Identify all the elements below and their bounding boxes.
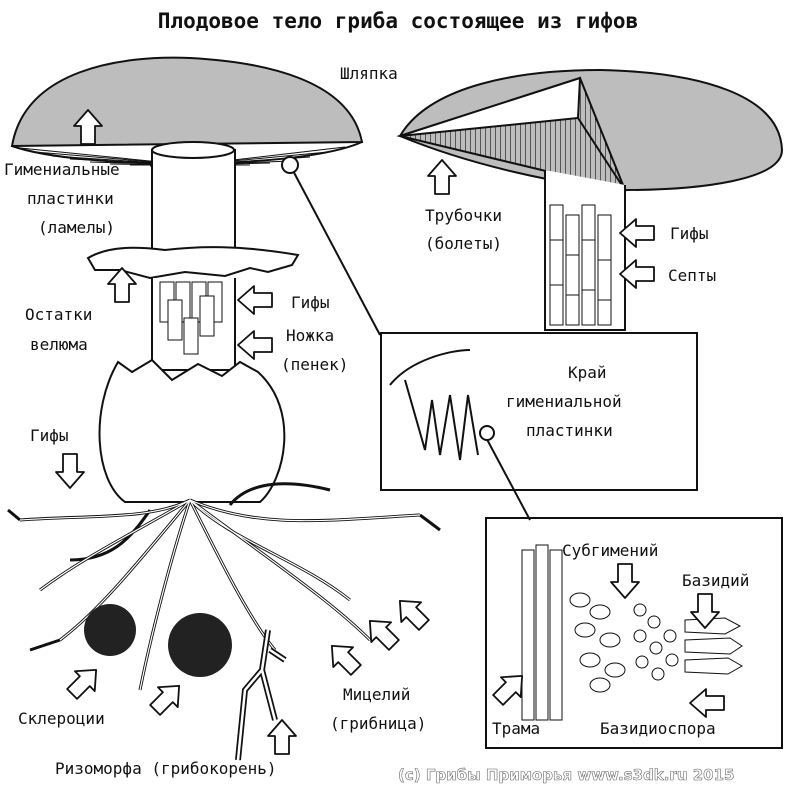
label-mycelium: Мицелий	[343, 685, 410, 704]
label-lamellae: пластинки	[27, 189, 114, 208]
label-stem-hyphae: Гифы	[291, 293, 330, 312]
arrow-icon	[237, 330, 273, 360]
bolete-hyphae	[549, 204, 612, 326]
label-tubes: Трубочки	[425, 206, 502, 225]
label-lamellae: (ламелы)	[38, 218, 115, 237]
label-stem: (пенек)	[281, 355, 348, 374]
label-mycelium: (грибница)	[330, 714, 426, 733]
arrow-icon	[321, 635, 367, 681]
diagram-title: Плодовое тело гриба состоящее из гифов	[158, 9, 638, 33]
subhymenium-cells	[569, 592, 679, 693]
arrow-icon	[237, 285, 273, 315]
agaric-upper-stem	[151, 149, 236, 251]
stem-hyphae	[159, 281, 223, 355]
label-cap: Шляпка	[340, 64, 398, 83]
velum-ring	[86, 246, 300, 280]
label-lamellae: Гимениальные	[4, 160, 120, 179]
arrow-icon	[61, 659, 107, 705]
arrow-icon	[389, 590, 435, 636]
arrow-icon	[359, 610, 405, 656]
basidia	[684, 617, 744, 675]
arrow-icon	[427, 159, 457, 195]
label-septa: Септы	[668, 266, 716, 285]
label-basidium: Базидий	[682, 571, 749, 590]
trama-hyphae	[521, 544, 563, 721]
label-stem: Ножка	[286, 326, 334, 345]
agaric-cap	[10, 56, 364, 148]
arrow-icon	[267, 719, 297, 755]
label-velum: велюма	[30, 335, 88, 354]
label-gill-edge: гимениальной	[506, 392, 622, 411]
label-bolete-hyphae: Гифы	[670, 224, 709, 243]
gill-edge-inset	[281, 156, 698, 491]
copyright-credit: (c) Грибы Приморья www.s3dk.ru 2015	[398, 766, 734, 784]
label-gill-edge: пластинки	[526, 421, 613, 440]
label-rhizomorph: Ризоморфа (грибокорень)	[55, 759, 277, 778]
arrow-icon	[55, 453, 85, 489]
sclerotium	[84, 604, 136, 656]
hymenium-inset	[479, 425, 783, 749]
agaric-bulb	[98, 358, 286, 503]
label-trama: Трама	[492, 719, 540, 738]
bolete-mushroom	[396, 68, 784, 331]
label-tubes: (болеты)	[425, 234, 502, 253]
label-subhymenium: Субгимений	[562, 541, 658, 560]
label-sclerotia: Склероции	[18, 709, 105, 728]
label-gill-edge: Край	[568, 363, 607, 382]
sclerotium	[168, 613, 232, 677]
label-velum: Остатки	[25, 305, 92, 324]
label-basidiospore: Базидиоспора	[600, 719, 716, 738]
arrow-icon	[144, 675, 190, 721]
label-bottom-hyphae: Гифы	[30, 426, 69, 445]
